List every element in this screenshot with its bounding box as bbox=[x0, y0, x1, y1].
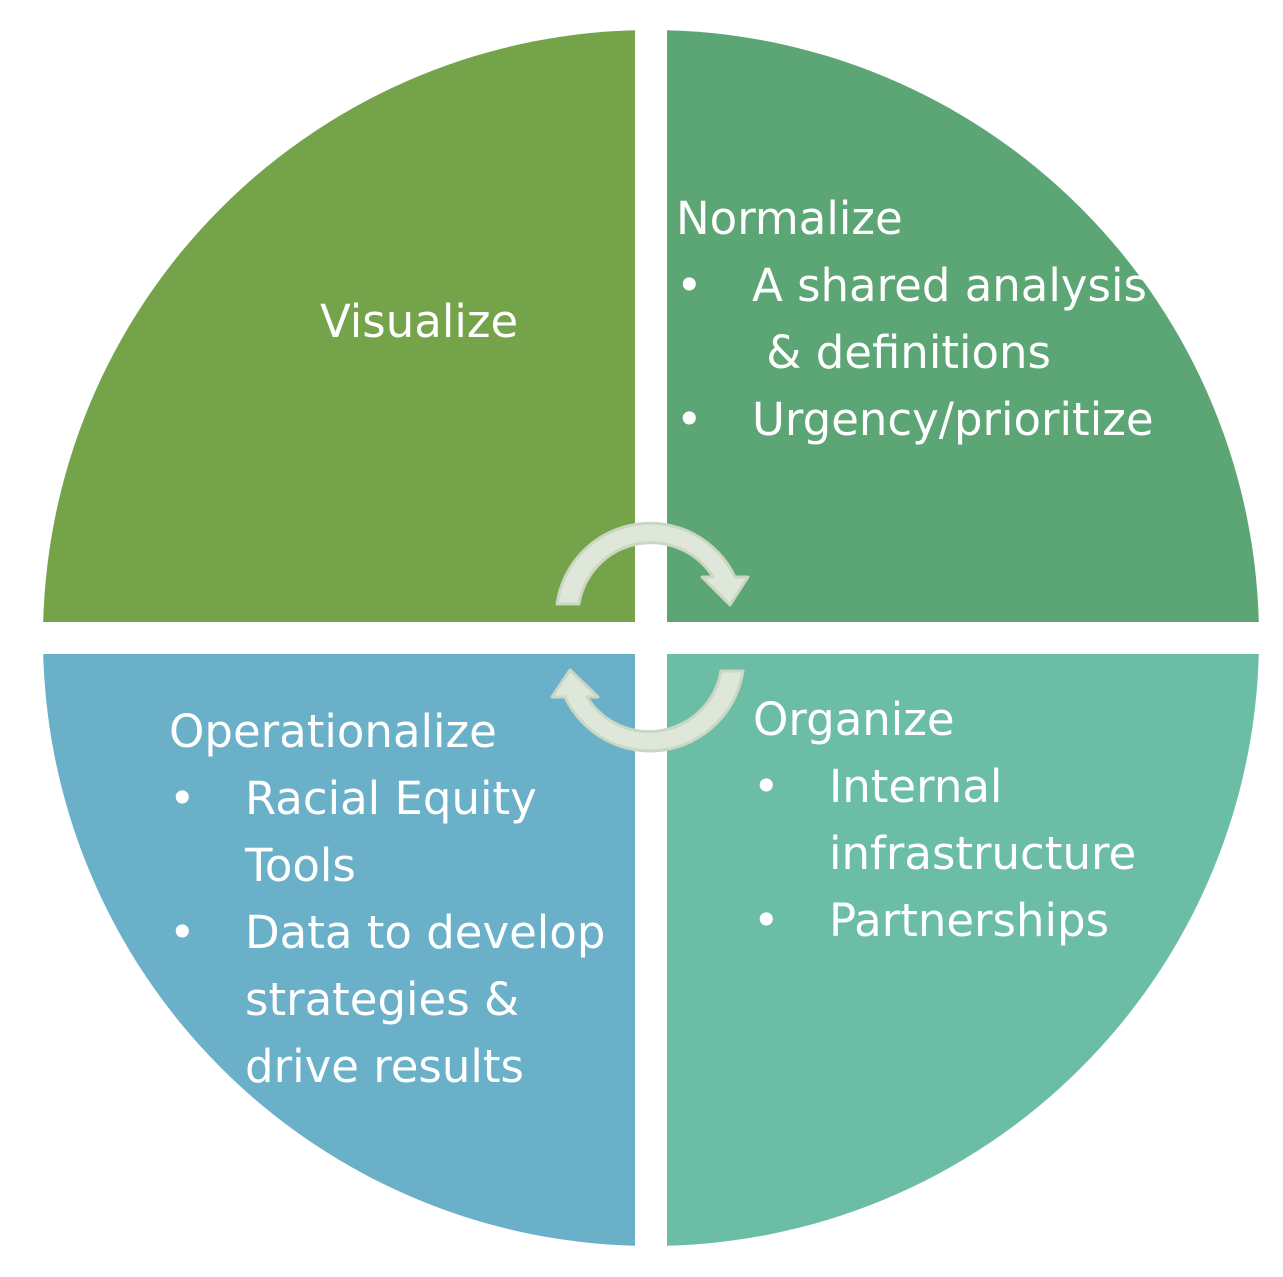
organize-item: • Partnerships bbox=[753, 887, 1136, 954]
operationalize-item-line: Tools bbox=[245, 839, 356, 892]
normalize-item-line: & definitions bbox=[752, 326, 1051, 379]
operationalize-item-line: strategies & bbox=[245, 973, 520, 1026]
normalize-item: • Urgency/prioritize bbox=[676, 386, 1154, 453]
normalize-item-line: Urgency/prioritize bbox=[752, 393, 1154, 446]
operationalize-item-line: Racial Equity bbox=[245, 772, 537, 825]
organize-title: Organize bbox=[753, 693, 955, 746]
quadrant-organize bbox=[667, 654, 1259, 1246]
operationalize-item-line: Data to develop bbox=[245, 906, 606, 959]
bullet-icon: • bbox=[676, 259, 703, 312]
normalize-item-line: A shared analysis bbox=[752, 259, 1147, 312]
organize-item-line: infrastructure bbox=[829, 827, 1137, 880]
curved-arrow-clockwise-icon bbox=[550, 668, 745, 753]
operationalize-item-line: drive results bbox=[245, 1040, 524, 1093]
visualize-title: Visualize bbox=[320, 295, 519, 348]
bullet-icon: • bbox=[169, 772, 196, 825]
visualize-label-block: Visualize bbox=[320, 288, 518, 355]
bullet-icon: • bbox=[676, 393, 703, 446]
quadrant-normalize bbox=[667, 30, 1259, 622]
operationalize-item: • Racial Equity Tools bbox=[169, 765, 605, 899]
normalize-item: • A shared analysis & definitions bbox=[676, 252, 1154, 386]
organize-item: • Internal infrastructure bbox=[753, 753, 1136, 887]
operationalize-title: Operationalize bbox=[169, 705, 497, 758]
bullet-icon: • bbox=[753, 894, 780, 947]
organize-label-block: Organize • Internal infrastructure • Par… bbox=[753, 686, 1136, 954]
curved-arrow-clockwise-icon bbox=[555, 521, 750, 607]
operationalize-bullet-list: • Racial Equity Tools • Data to develop … bbox=[169, 765, 605, 1100]
quadrant-visualize bbox=[43, 30, 635, 622]
organize-item-line: Partnerships bbox=[829, 894, 1110, 947]
bullet-icon: • bbox=[753, 760, 780, 813]
normalize-bullet-list: • A shared analysis & definitions • Urge… bbox=[676, 252, 1154, 453]
operationalize-label-block: Operationalize • Racial Equity Tools • D… bbox=[169, 698, 605, 1100]
bullet-icon: • bbox=[169, 906, 196, 959]
quadrant-operationalize bbox=[43, 654, 635, 1246]
operationalize-item: • Data to develop strategies & drive res… bbox=[169, 899, 605, 1100]
organize-item-line: Internal bbox=[829, 760, 1003, 813]
normalize-label-block: Normalize • A shared analysis & definiti… bbox=[676, 185, 1154, 453]
organize-bullet-list: • Internal infrastructure • Partnerships bbox=[753, 753, 1136, 954]
normalize-title: Normalize bbox=[676, 192, 903, 245]
